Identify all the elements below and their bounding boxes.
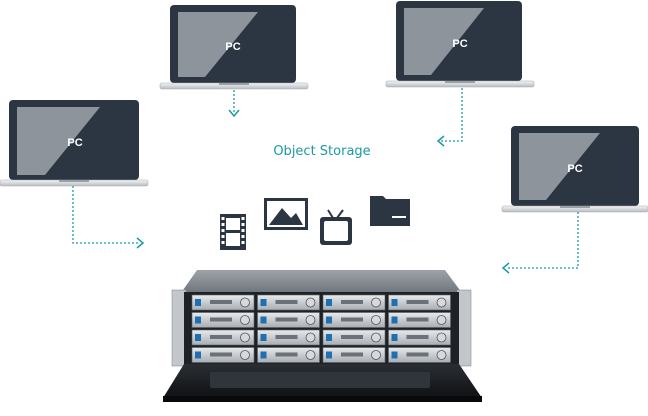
film-icon xyxy=(220,214,246,250)
laptop-1-label: PC xyxy=(225,41,240,53)
drive-bay-latch xyxy=(240,315,250,325)
arrowhead-left-top xyxy=(436,135,445,147)
drive-bay xyxy=(322,329,386,346)
drive-bay xyxy=(257,329,320,346)
laptop-3-glare xyxy=(17,107,100,175)
drive-bays xyxy=(191,294,451,363)
connectors xyxy=(72,88,579,269)
drive-bay-slot xyxy=(341,352,363,357)
drive-bay-led xyxy=(391,351,398,359)
arrowhead-left-bottom xyxy=(501,262,510,274)
object-storage-label: Object Storage xyxy=(273,144,371,159)
drive-bay xyxy=(191,312,255,328)
drive-bay-led xyxy=(195,334,201,341)
laptop-4-label: PC xyxy=(567,163,582,175)
drive-bay-slot xyxy=(341,300,363,304)
drive-bay-latch xyxy=(371,315,381,325)
drive-bay-led xyxy=(326,334,332,341)
drive-bay-led xyxy=(326,316,332,324)
drive-bay xyxy=(388,312,451,328)
drive-bay-slot xyxy=(406,317,429,322)
drive-bay xyxy=(388,294,451,311)
laptop-4-glare xyxy=(519,133,600,200)
folder-icon xyxy=(370,196,410,226)
drive-bay-latch xyxy=(371,350,381,360)
laptop-2-glare xyxy=(404,8,484,75)
drive-bay-led xyxy=(260,316,267,324)
drive-bay xyxy=(257,294,320,311)
drive-bay-led xyxy=(260,334,267,341)
tv-icon xyxy=(320,209,352,245)
drive-bay-slot xyxy=(406,300,429,304)
drive-bay-led xyxy=(391,316,398,324)
drive-bay xyxy=(388,347,451,363)
rack-ear-right xyxy=(456,289,472,367)
image-icon xyxy=(264,198,308,230)
laptop-3-label: PC xyxy=(67,137,82,149)
arrowhead-down xyxy=(228,109,240,118)
drive-bay-slot xyxy=(341,335,363,339)
drive-bay-led xyxy=(326,351,332,359)
drive-bay xyxy=(388,329,451,346)
drive-bay-latch xyxy=(436,350,447,360)
drive-bay-slot xyxy=(406,335,429,339)
rack-ear-left xyxy=(171,289,187,367)
drive-bay-led xyxy=(391,299,398,306)
drive-bay-led xyxy=(326,299,332,306)
drive-bay-led xyxy=(195,316,201,324)
drive-bay-latch xyxy=(305,332,316,343)
laptop-1-glare xyxy=(178,12,258,77)
drive-bay-latch xyxy=(240,350,250,360)
drive-bay xyxy=(322,294,386,311)
drive-bay xyxy=(322,347,386,363)
drive-bay-latch xyxy=(305,297,316,308)
arrowhead-right xyxy=(136,237,145,249)
drive-bay xyxy=(191,329,255,346)
arrowheads xyxy=(136,109,510,274)
laptop-2: PC xyxy=(385,1,535,88)
drive-bay xyxy=(322,312,386,328)
drive-bay-latch xyxy=(371,297,381,308)
drive-bay-slot xyxy=(210,317,232,322)
laptop-4: PC xyxy=(501,126,648,213)
drive-bay-slot xyxy=(275,352,298,357)
drive-bay-slot xyxy=(406,352,429,357)
drive-bay-latch xyxy=(305,315,316,325)
drive-bay xyxy=(257,312,320,328)
drive-bay-latch xyxy=(240,297,250,308)
arrow-laptop-3 xyxy=(72,186,140,244)
drive-bay xyxy=(191,294,255,311)
drive-bay-latch xyxy=(436,332,447,343)
drive-bay-led xyxy=(391,334,398,341)
arrow-laptop-4 xyxy=(506,212,579,269)
drive-bay-slot xyxy=(210,335,232,339)
drive-bay xyxy=(257,347,320,363)
drive-bay-led xyxy=(195,351,201,359)
laptop-2-label: PC xyxy=(452,38,467,50)
drive-bay-slot xyxy=(275,317,298,322)
drive-bay-latch xyxy=(240,332,250,343)
drive-bay-slot xyxy=(341,317,363,322)
drive-bay-latch xyxy=(371,332,381,343)
laptop-1: PC xyxy=(159,5,309,90)
drive-bay-latch xyxy=(436,297,447,308)
drive-bay-slot xyxy=(210,352,232,357)
drive-bay-slot xyxy=(275,335,298,339)
drive-bay-led xyxy=(260,351,267,359)
drive-bay-led xyxy=(195,299,201,306)
drive-bay xyxy=(191,347,255,363)
drive-bay-slot xyxy=(210,300,232,304)
laptop-3: PC xyxy=(0,100,149,187)
drive-bay-led xyxy=(260,299,267,306)
drive-bay-latch xyxy=(436,315,447,325)
drive-bay-slot xyxy=(275,300,298,304)
server-top xyxy=(181,270,462,293)
drive-bay-latch xyxy=(305,350,316,360)
arrow-laptop-2 xyxy=(440,88,463,142)
